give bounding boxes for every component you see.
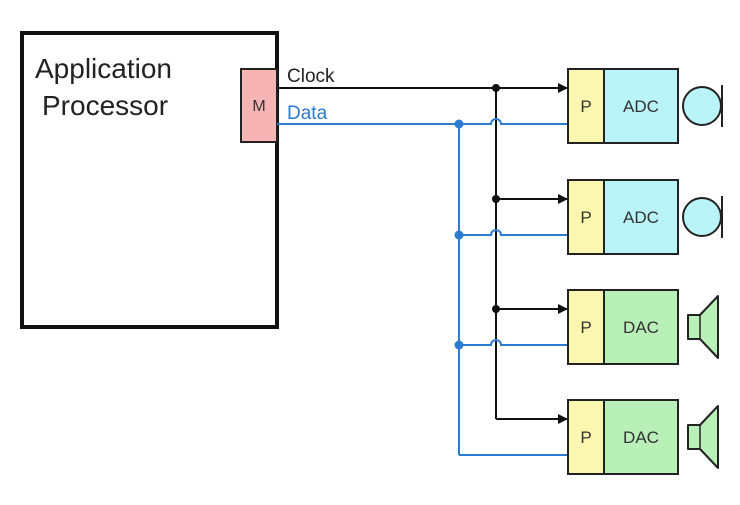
device-1-adc: P ADC (567, 68, 723, 144)
data-junction-1 (454, 119, 464, 129)
data-junction-3 (454, 340, 464, 350)
converter-label: ADC (623, 208, 659, 227)
dac-block (603, 289, 679, 365)
data-junction-2 (454, 230, 464, 240)
master-label: M (252, 98, 265, 115)
data-wire-1 (277, 118, 568, 125)
device-2-adc: P ADC (567, 179, 723, 255)
clock-label: Clock (287, 66, 335, 87)
port-label: P (580, 428, 591, 447)
dac-block (603, 399, 679, 475)
speaker-icon (687, 295, 719, 359)
microphone-icon (682, 197, 722, 237)
converter-label: ADC (623, 97, 659, 116)
port-block (567, 399, 605, 475)
master-interface (240, 68, 278, 143)
port-label: P (580, 318, 591, 337)
processor-title-line1: Application (35, 53, 172, 84)
converter-label: DAC (623, 428, 659, 447)
device-4-dac: P DAC (567, 399, 719, 475)
data-wire-2 (459, 229, 568, 236)
adc-block (603, 179, 679, 255)
adc-block (603, 68, 679, 144)
microphone-icon (682, 86, 722, 126)
port-label: P (580, 97, 591, 116)
data-wire-3 (459, 339, 568, 346)
clock-junction-1 (492, 84, 500, 92)
processor-title-line2: Processor (42, 90, 168, 121)
speaker-icon (687, 405, 719, 469)
port-label: P (580, 208, 591, 227)
port-block (567, 179, 605, 255)
application-processor-block (20, 31, 279, 329)
converter-label: DAC (623, 318, 659, 337)
data-label: Data (287, 103, 328, 124)
device-3-dac: P DAC (567, 289, 719, 365)
port-block (567, 289, 605, 365)
clock-junction-3 (492, 305, 500, 313)
clock-junction-2 (492, 195, 500, 203)
